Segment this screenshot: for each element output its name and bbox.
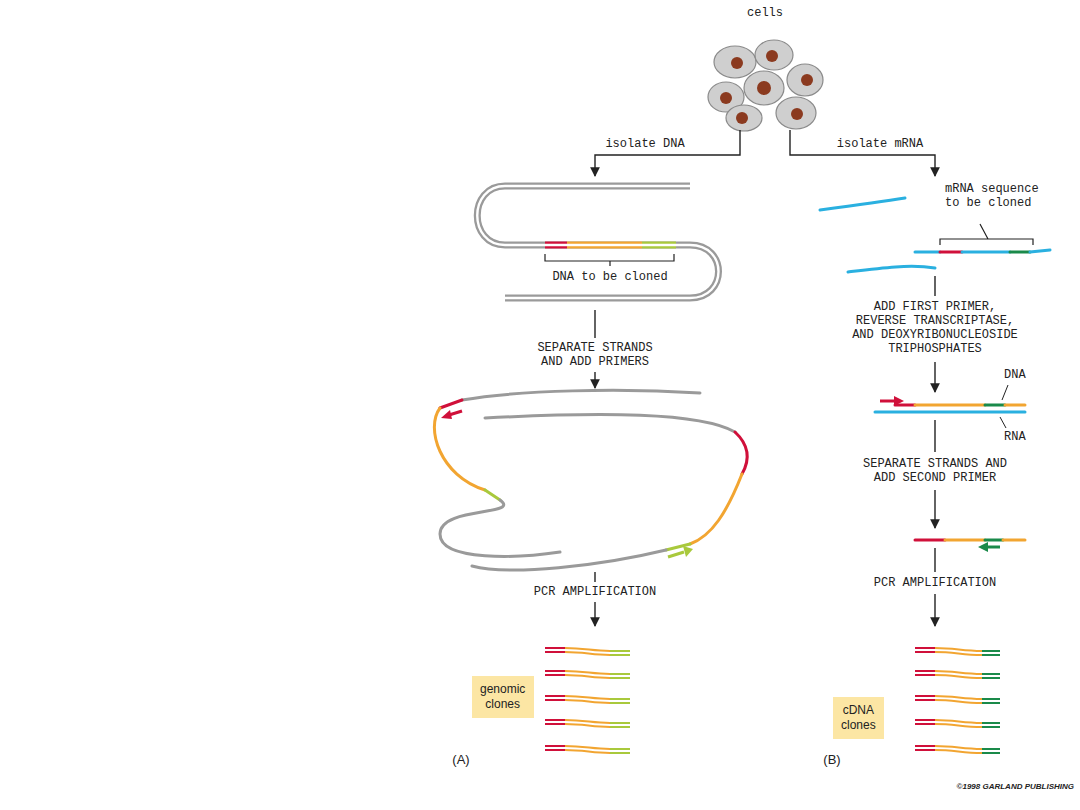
clone-strand	[610, 722, 630, 728]
panel-letter: (B)	[823, 753, 840, 767]
clone-strand	[610, 750, 630, 752]
strand-label: DNA	[1004, 368, 1026, 382]
clone-strand	[565, 698, 610, 701]
bracket	[545, 254, 674, 266]
clone-strand	[982, 652, 1000, 654]
clone-strand	[610, 700, 630, 702]
region-label: DNA to be cloned	[552, 270, 667, 284]
clone-strand	[982, 650, 1000, 656]
primer	[441, 410, 693, 557]
clone-strand	[565, 698, 610, 701]
clone-strand	[610, 675, 630, 677]
clone-strand	[545, 649, 565, 651]
step-label: SEPARATE STRANDS AND ADD PRIMERS	[530, 341, 660, 369]
box-text: cDNA clones	[841, 703, 876, 733]
clone-strand	[565, 650, 610, 653]
primer	[978, 542, 988, 552]
hybrid	[875, 405, 1025, 412]
clone-strand	[935, 673, 982, 676]
clone-strand	[915, 747, 935, 749]
clone-strand	[565, 673, 610, 676]
clones	[545, 650, 1000, 751]
clone-strand	[545, 719, 565, 725]
clone-strand	[982, 724, 1000, 726]
cdna-strand	[915, 539, 1025, 542]
clone-strand	[915, 647, 935, 653]
clone-strand	[935, 673, 982, 676]
clone-strand	[982, 722, 1000, 728]
step-label: isolate DNA	[605, 137, 684, 151]
clone-strand	[982, 675, 1000, 677]
step-label: PCR AMPLIFICATION	[874, 576, 996, 590]
clone-strand	[935, 650, 982, 653]
clone-strand	[915, 649, 935, 651]
clone-strand	[915, 719, 935, 725]
label-box: genomic clones	[472, 676, 534, 718]
clone-strand	[915, 670, 935, 676]
cells-label: cells	[747, 6, 783, 20]
clone-strand	[915, 697, 935, 699]
primer	[880, 400, 896, 403]
strand-label: RNA	[1004, 430, 1026, 444]
clone-strand	[610, 724, 630, 726]
clone-strand	[545, 747, 565, 749]
clone-strand	[565, 650, 610, 653]
clone-strand	[610, 748, 630, 754]
cells	[708, 40, 823, 131]
primer	[894, 396, 904, 406]
clone-strand	[565, 722, 610, 725]
clone-strand	[935, 748, 982, 751]
clone-strand	[610, 650, 630, 656]
flow-arrow	[595, 130, 935, 626]
leader-line	[1000, 385, 1008, 428]
clone-strand	[610, 673, 630, 679]
clone-strand	[545, 695, 565, 701]
clone-strand	[935, 650, 982, 653]
clone-strand	[545, 647, 565, 653]
clone-strand	[545, 670, 565, 676]
clone-strand	[915, 695, 935, 701]
clone-strand	[982, 698, 1000, 704]
step-label: PCR AMPLIFICATION	[534, 585, 656, 599]
primer	[986, 546, 1000, 549]
clone-strand	[982, 750, 1000, 752]
clone-strand	[545, 697, 565, 699]
clone-strand	[935, 698, 982, 701]
clone-strand	[915, 721, 935, 723]
step-label: ADD FIRST PRIMER, REVERSE TRANSCRIPTASE,…	[846, 300, 1024, 356]
clone-strand	[982, 700, 1000, 702]
clone-strand	[915, 745, 935, 751]
clone-strand	[565, 673, 610, 676]
region-label: mRNA sequence to be cloned	[945, 182, 1049, 210]
clone-strand	[545, 745, 565, 751]
copyright: ©1998 GARLAND PUBLISHING	[957, 780, 1074, 794]
bracket	[940, 224, 1033, 245]
clone-strand	[935, 748, 982, 751]
clone-strand	[565, 748, 610, 751]
clone-strand	[545, 672, 565, 674]
separated-strands	[434, 390, 747, 570]
clone-strand	[610, 652, 630, 654]
clone-strand	[915, 672, 935, 674]
box-text: genomic clones	[480, 682, 525, 712]
clone-strand	[982, 748, 1000, 754]
clone-strand	[610, 698, 630, 704]
clone-strand	[565, 748, 610, 751]
label-box: cDNA clones	[833, 697, 884, 739]
panel-letter: (A)	[452, 753, 469, 767]
genomic-dna	[477, 186, 718, 298]
step-label: isolate mRNA	[837, 137, 923, 151]
clone-strand	[565, 722, 610, 725]
clone-strand	[545, 721, 565, 723]
clone-strand	[982, 673, 1000, 679]
step-label: SEPARATE STRANDS AND ADD SECOND PRIMER	[855, 457, 1015, 485]
clone-strand	[935, 722, 982, 725]
clone-strand	[935, 722, 982, 725]
clone-strand	[935, 698, 982, 701]
